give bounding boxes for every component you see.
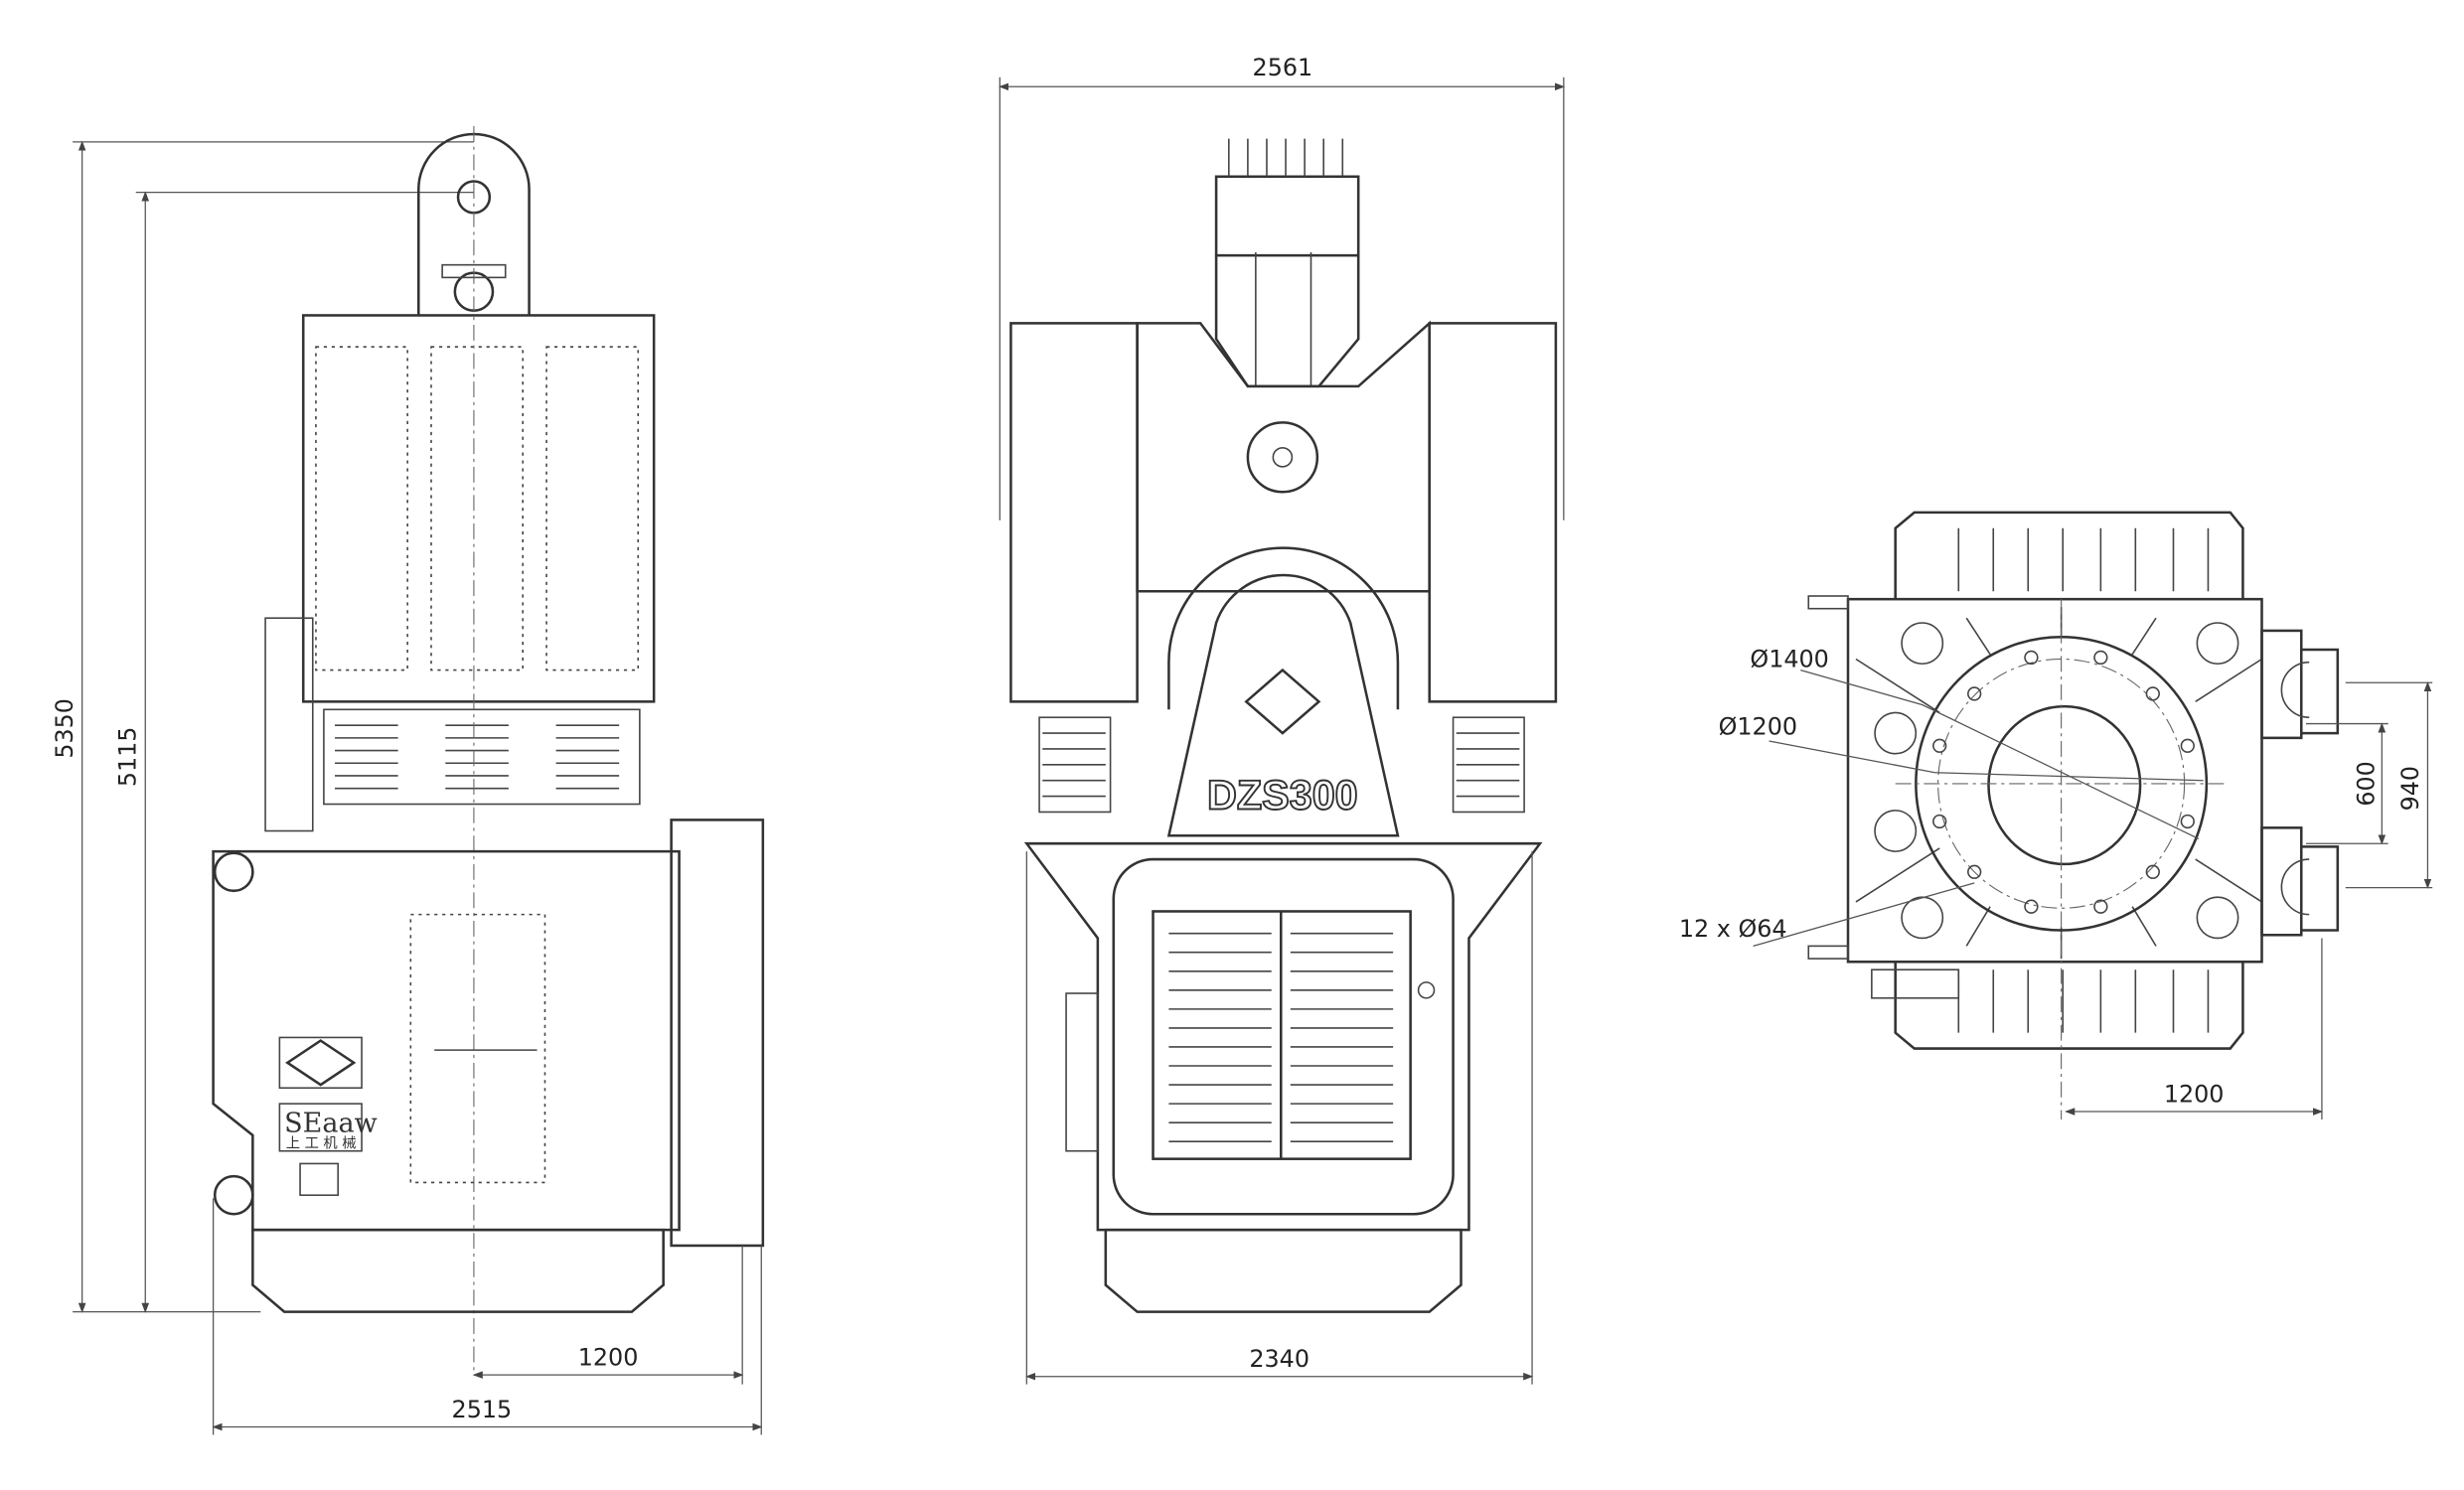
logo-text: SEaaw bbox=[284, 1109, 378, 1139]
top-rail bbox=[1894, 511, 2244, 600]
upper-housing bbox=[301, 314, 656, 703]
front-view: 2561 DZS300 bbox=[999, 54, 1566, 1385]
center-housing bbox=[1136, 320, 1431, 593]
dimension-1200-bottom: 1200 bbox=[2065, 938, 2324, 1119]
inner-plate bbox=[1987, 704, 2142, 866]
top-bracket bbox=[1214, 138, 1360, 388]
dim-label-600: 600 bbox=[2352, 761, 2380, 806]
dim-label-2515: 2515 bbox=[452, 1396, 513, 1423]
upper-panels bbox=[315, 346, 640, 671]
dimension-2515: 2515 bbox=[212, 1198, 763, 1435]
brand-logo: SEaaw 上 工 机 械 bbox=[278, 1036, 378, 1196]
label-diameter-1400: Ø1400 bbox=[1750, 645, 1828, 672]
logo-chinese: 上 工 机 械 bbox=[286, 1135, 357, 1152]
bottom-plate bbox=[1846, 597, 2263, 964]
clamp-jaws bbox=[2260, 629, 2340, 937]
left-motor bbox=[1009, 322, 1139, 703]
dim-label-1200-side: 1200 bbox=[578, 1344, 639, 1372]
dim-label-940: 940 bbox=[2396, 766, 2424, 811]
base bbox=[251, 1228, 665, 1313]
dimension-2561: 2561 bbox=[999, 54, 1566, 521]
dimension-2340: 2340 bbox=[1025, 851, 1534, 1385]
bottom-view: Ø1400 Ø1200 12 x Ø64 600 940 1200 bbox=[1679, 511, 2433, 1119]
dimension-940: 940 bbox=[2345, 681, 2433, 889]
springs bbox=[323, 708, 641, 806]
bolt-holes bbox=[1932, 650, 2195, 914]
leader-lines bbox=[1753, 669, 2204, 947]
dimension-600: 600 bbox=[2306, 722, 2388, 845]
dim-label-1200-bottom: 1200 bbox=[2164, 1081, 2225, 1109]
dim-label-2561: 2561 bbox=[1253, 54, 1313, 81]
center-arch bbox=[1166, 573, 1400, 837]
label-diameter-1200: Ø1200 bbox=[1719, 713, 1797, 741]
lower-body bbox=[212, 849, 681, 1232]
dimension-5115: 5115 bbox=[114, 191, 474, 1313]
dimension-5350: 5350 bbox=[51, 140, 474, 1313]
dimension-1200-side: 1200 bbox=[472, 1245, 744, 1385]
label-holes: 12 x Ø64 bbox=[1679, 915, 1787, 943]
front-springs bbox=[1038, 716, 1525, 814]
side-view: 5350 5115 bbox=[51, 125, 765, 1435]
dim-label-2340: 2340 bbox=[1249, 1345, 1309, 1373]
dim-label-5350: 5350 bbox=[51, 698, 78, 759]
clamp-side bbox=[670, 819, 765, 1248]
right-motor bbox=[1428, 322, 1558, 703]
dim-label-5115: 5115 bbox=[114, 727, 142, 788]
lower-box bbox=[1023, 841, 1543, 1232]
grille bbox=[1152, 910, 1412, 1160]
model-label: DZS300 bbox=[1207, 772, 1358, 818]
